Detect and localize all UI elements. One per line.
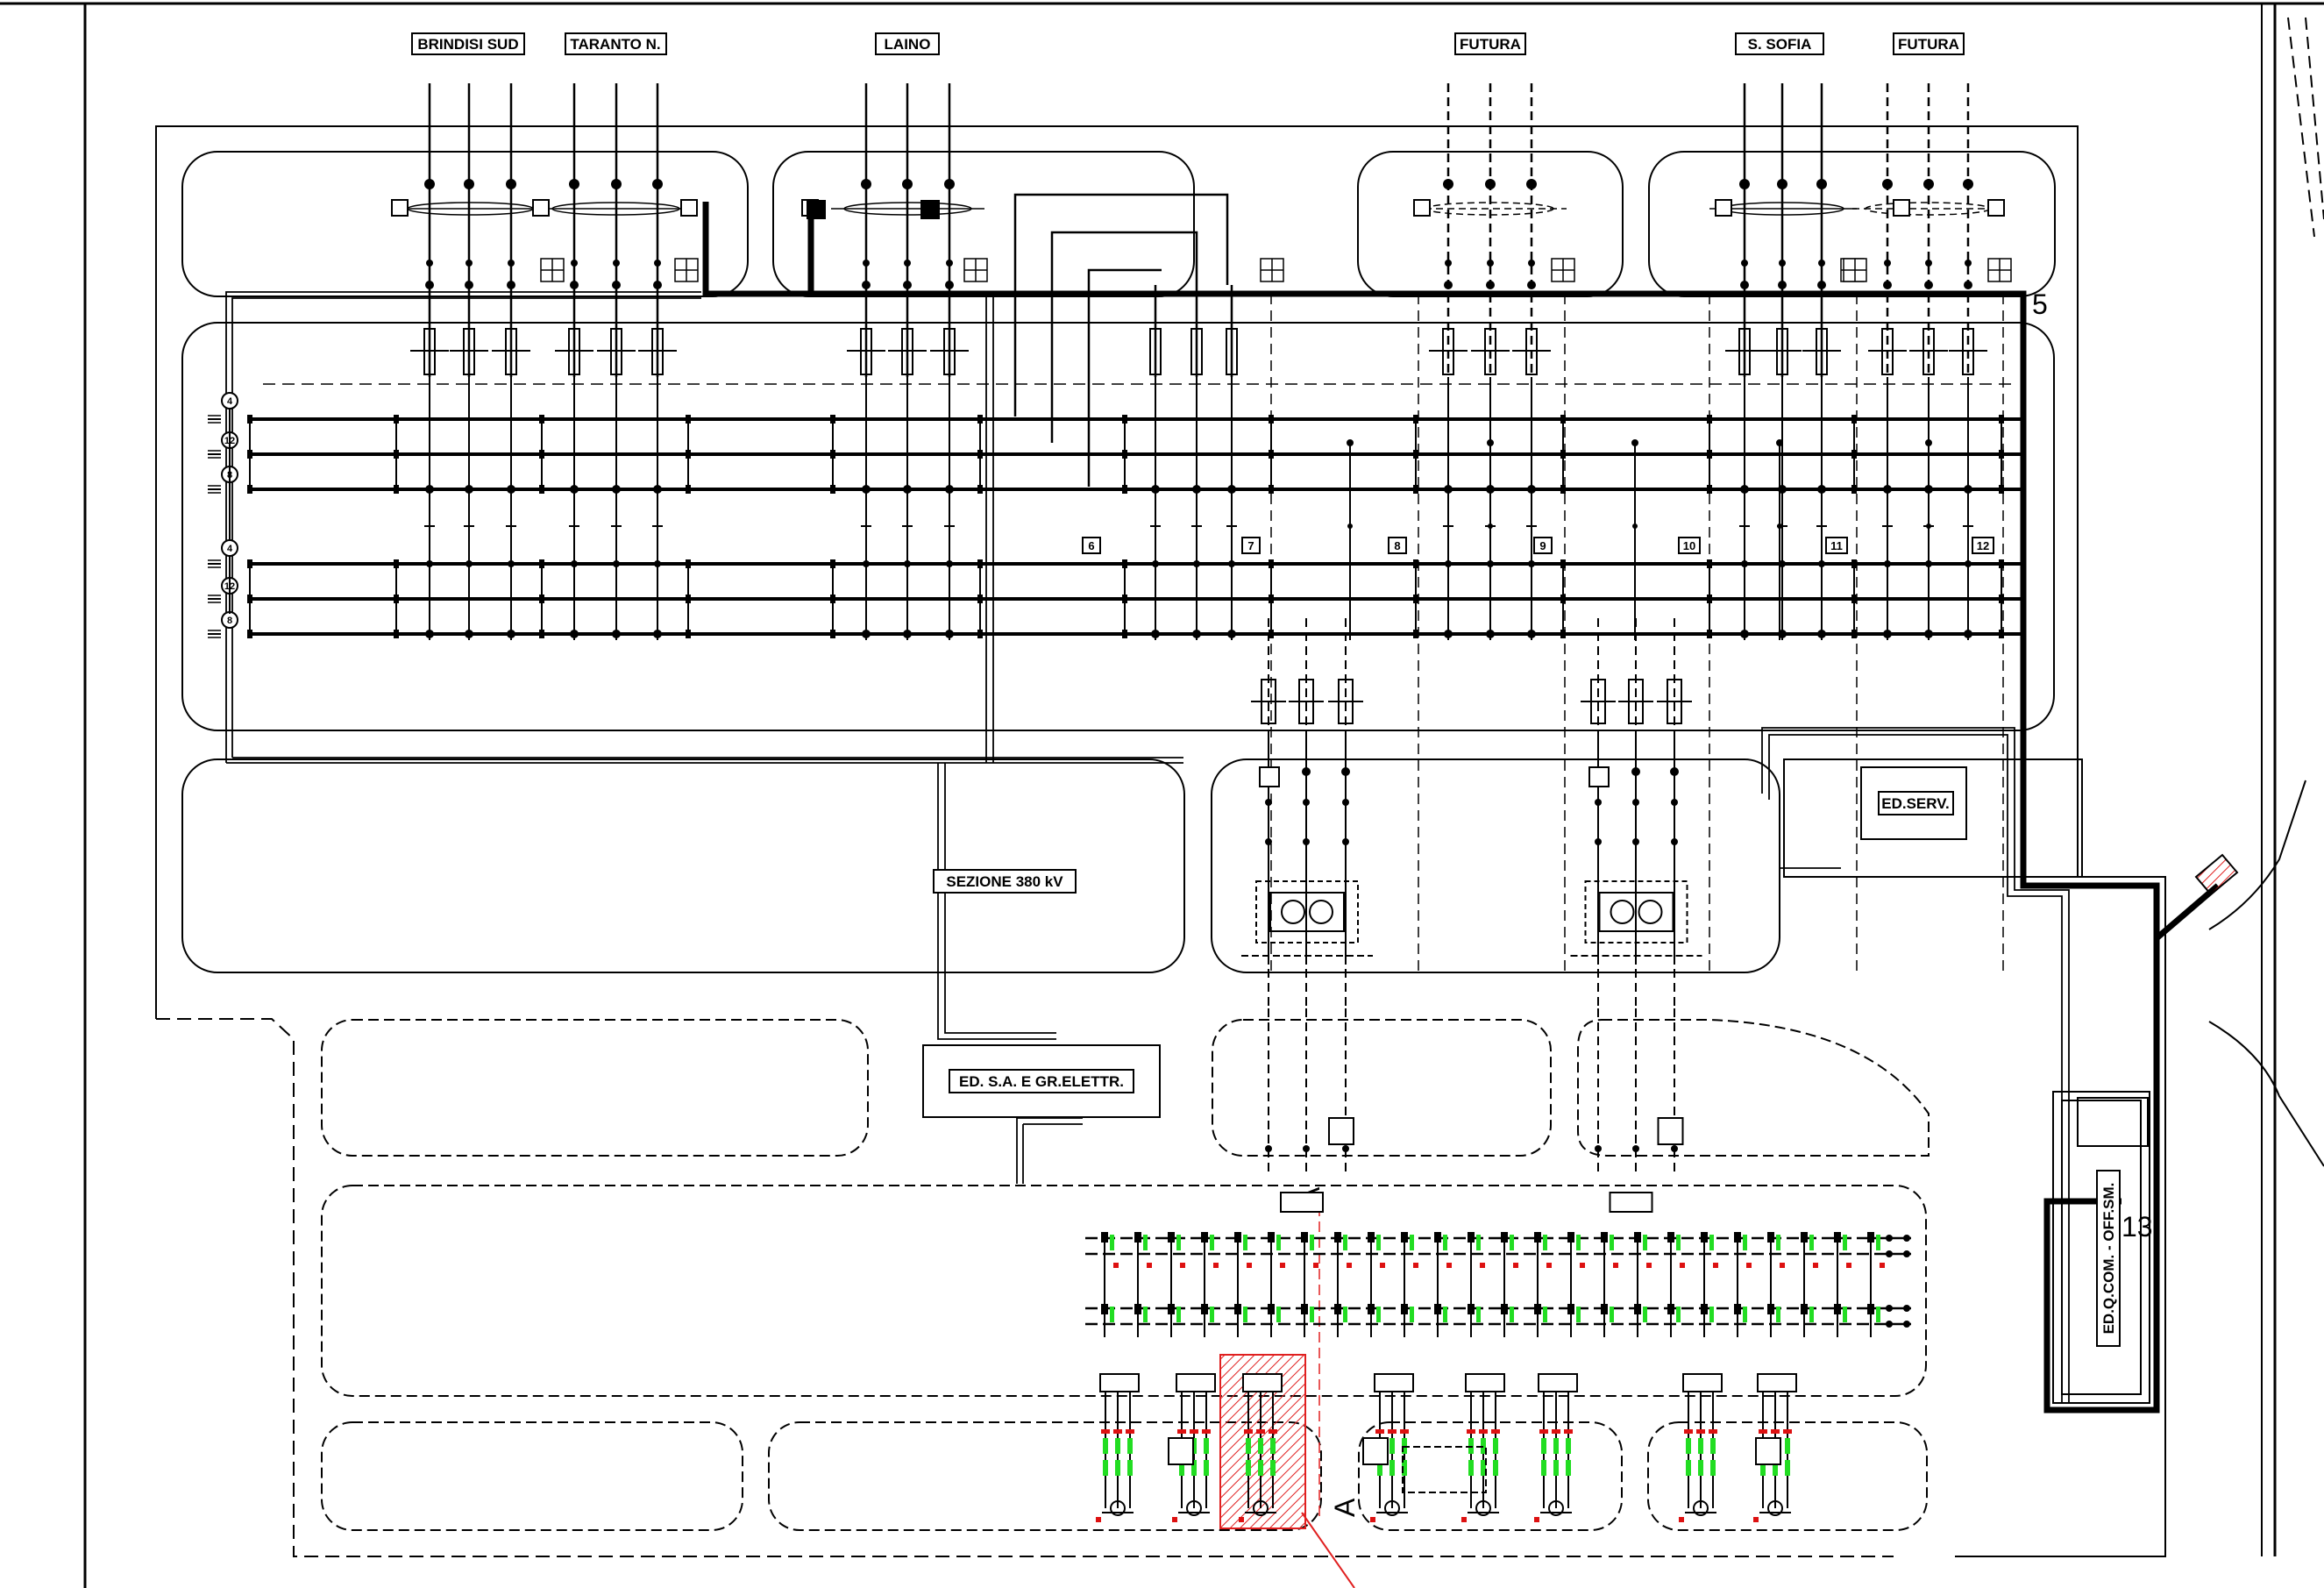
switchgear-wiring bbox=[208, 83, 2021, 1522]
marker-5: 5 bbox=[2032, 288, 2048, 320]
bay-9: 9 bbox=[1539, 539, 1546, 552]
ed-qcom-frame bbox=[2052, 1091, 2150, 1404]
line-labels: BRINDISI SUD TARANTO N. LAINO FUTURA S. … bbox=[411, 32, 1965, 55]
section-mark-a-bottom: A bbox=[1329, 1498, 1361, 1517]
area-blocks bbox=[181, 151, 2083, 1531]
bay-7: 7 bbox=[1247, 539, 1254, 552]
bus-mark-4: 4 bbox=[227, 544, 233, 554]
main-earth-conductor bbox=[702, 202, 2221, 1414]
site-boundary bbox=[155, 17, 2324, 1557]
label-s-sofia: S. SOFIA bbox=[1748, 36, 1812, 53]
cable-ducts bbox=[225, 291, 2070, 1403]
label-ed-sa: ED. S.A. E GR.ELETTR. bbox=[959, 1073, 1124, 1090]
bay-numbers: 6 7 8 9 10 11 12 bbox=[1082, 537, 1994, 554]
label-ed-serv: ED.SERV. bbox=[1881, 795, 1950, 812]
entrance-gate bbox=[2194, 853, 2239, 896]
label-taranto-n: TARANTO N. bbox=[570, 36, 660, 53]
label-ed-qcom: ED.Q.COM. - OFF.SM. bbox=[2100, 1183, 2117, 1335]
bay-10: 10 bbox=[1683, 539, 1695, 552]
label-futura-1: FUTURA bbox=[1460, 36, 1521, 53]
label-sezione-380kv: SEZIONE 380 kV bbox=[946, 873, 1063, 890]
label-laino: LAINO bbox=[885, 36, 931, 53]
bay-6: 6 bbox=[1088, 539, 1094, 552]
label-futura-2: FUTURA bbox=[1898, 36, 1959, 53]
bay-11: 11 bbox=[1830, 539, 1843, 552]
marker-13: 13 bbox=[2121, 1211, 2153, 1243]
building-labels: SEZIONE 380 kV ED.SERV. ED. S.A. E GR.EL… bbox=[922, 766, 2121, 1347]
bay-8: 8 bbox=[1394, 539, 1400, 552]
bus-mark-6: 8 bbox=[227, 616, 232, 626]
bay-12: 12 bbox=[1977, 539, 1989, 552]
bus-mark-1: 4 bbox=[227, 396, 233, 407]
label-brindisi-sud: BRINDISI SUD bbox=[417, 36, 518, 53]
